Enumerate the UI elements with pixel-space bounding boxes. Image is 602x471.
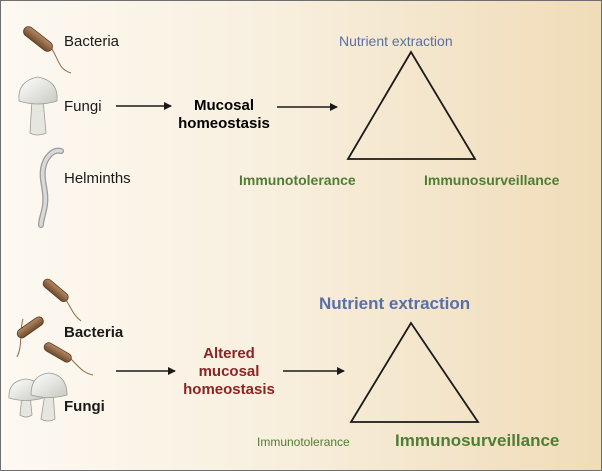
apex-label-nutrient-extraction: Nutrient extraction <box>339 33 453 49</box>
helminth-icon <box>38 147 64 228</box>
center-line-1: Mucosal <box>193 97 254 114</box>
fungi-icon <box>30 372 68 422</box>
organism-label-fungi: Fungi <box>64 98 102 115</box>
fungi-icon <box>18 76 58 136</box>
altered-mucosal-homeostasis-label: Altered mucosal homeostasis <box>173 345 285 399</box>
organism-label-bacteria: Bacteria <box>64 33 120 50</box>
center-line-2: homeostasis <box>178 115 270 132</box>
bacteria-icon <box>23 26 72 74</box>
bacteria-icon <box>42 278 82 322</box>
center-line-3: homeostasis <box>183 381 275 398</box>
homeostasis-triangle-bottom <box>349 321 480 423</box>
apex-label-nutrient-extraction: Nutrient extraction <box>319 294 471 313</box>
mucosal-homeostasis-label: Mucosal homeostasis <box>169 97 279 133</box>
organism-label-fungi: Fungi <box>64 398 105 415</box>
vertex-label-immunosurveillance: Immunosurveillance <box>395 431 560 450</box>
bacteria-icon <box>16 316 44 358</box>
bacteria-icon <box>43 342 94 376</box>
vertex-label-immunotolerance: Immunotolerance <box>239 172 356 188</box>
homeostasis-triangle-top <box>346 50 477 160</box>
vertex-label-immunotolerance: Immunotolerance <box>257 435 350 449</box>
vertex-label-immunosurveillance: Immunosurveillance <box>424 172 560 188</box>
organism-label-bacteria: Bacteria <box>64 324 124 341</box>
organism-label-helminths: Helminths <box>64 170 131 187</box>
center-line-1: Altered <box>203 345 255 362</box>
center-line-2: mucosal <box>198 363 260 380</box>
